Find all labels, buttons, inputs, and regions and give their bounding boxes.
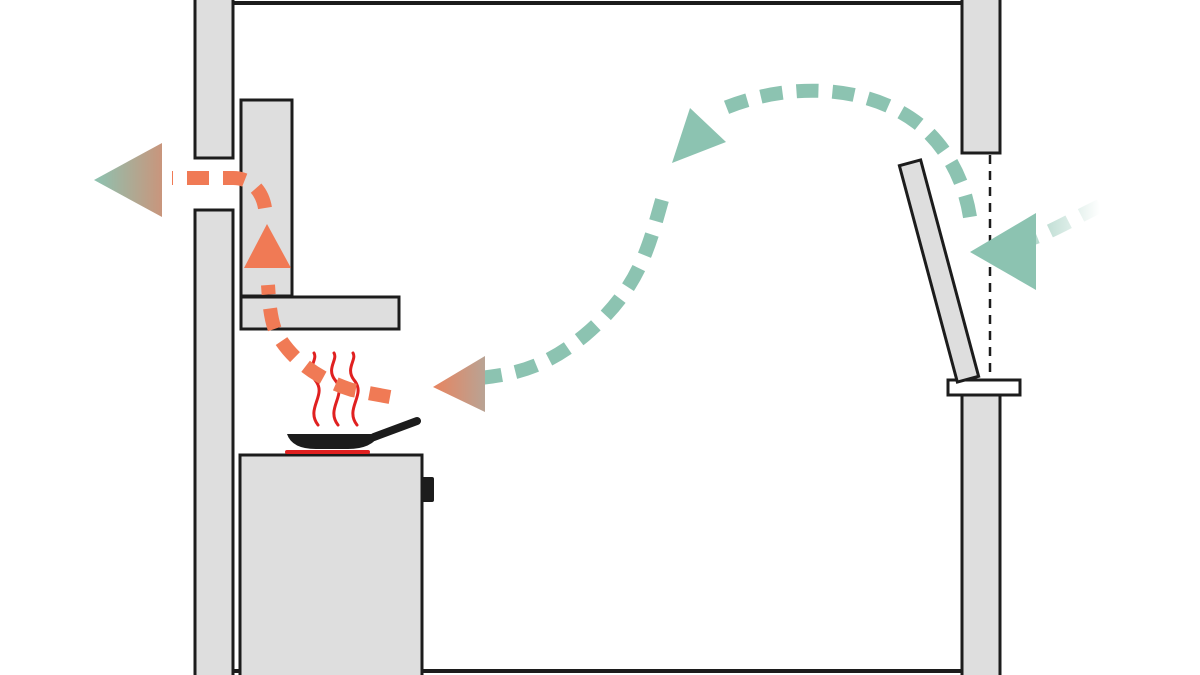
fresh-air-curve-arrow-icon [672,108,726,163]
right-wall [946,0,1022,675]
window-sill [946,378,1022,397]
fresh-air-in-arrow-icon [970,213,1036,290]
frying-pan-icon [287,417,421,449]
exhaust-air-flow [94,143,392,404]
fresh-air-to-stove-arrow-icon [433,356,485,412]
tilt-window [897,158,981,384]
exhaust-out-arrow-icon [94,143,162,217]
left-wall [193,0,235,675]
stove-knob [421,477,434,502]
fresh-air-flow [433,83,1104,412]
exhaust-up-arrow-icon [244,224,291,268]
stove [238,450,434,675]
